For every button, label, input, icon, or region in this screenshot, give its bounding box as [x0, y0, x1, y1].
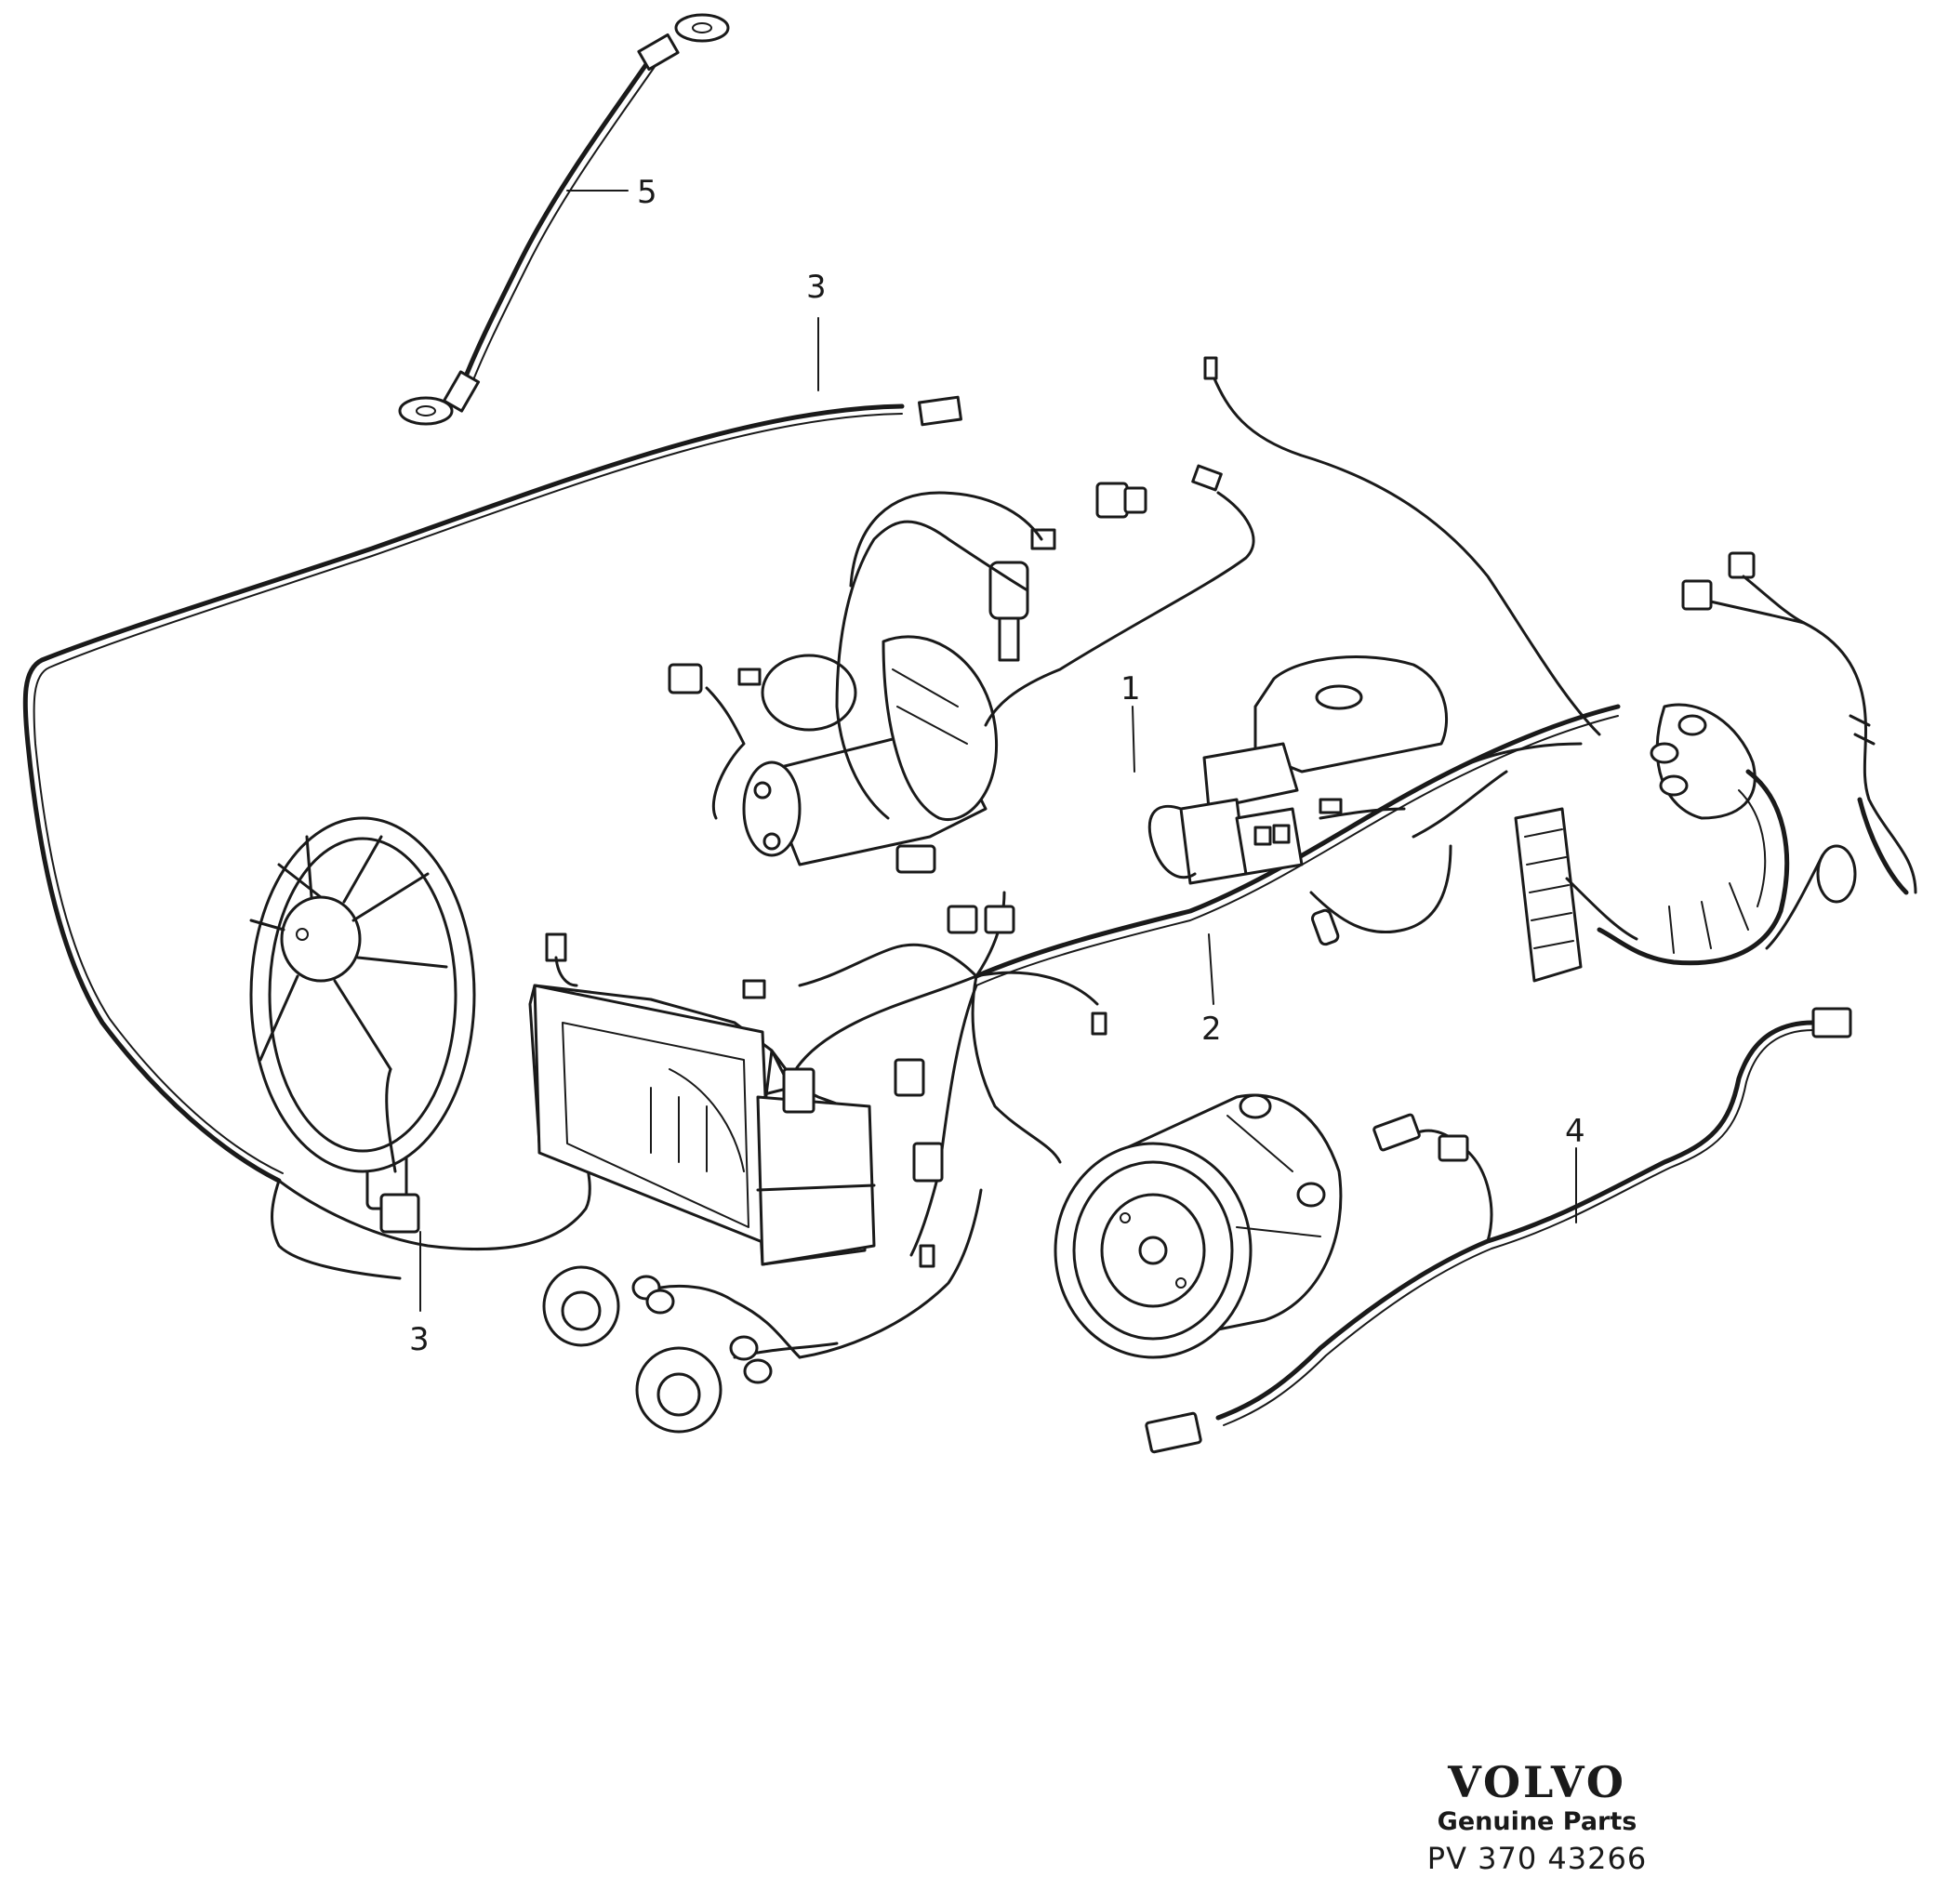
engine-harness — [742, 704, 1621, 1268]
callout-3-bottom: 3 — [409, 1321, 430, 1358]
side-harness — [1681, 551, 1917, 950]
callout-5: 5 — [637, 174, 657, 211]
sensors — [668, 464, 1255, 874]
relay-center — [1147, 655, 1448, 885]
ac-compressor — [1054, 1093, 1343, 1359]
starter-motor — [742, 635, 998, 866]
callout-1: 1 — [1120, 670, 1141, 707]
leader-2 — [1208, 933, 1214, 1005]
leader-1 — [1132, 706, 1135, 773]
ground-cable-part-5 — [398, 13, 730, 426]
callout-2: 2 — [1201, 1011, 1222, 1048]
radiator-fan — [249, 816, 476, 1173]
callout-3-top: 3 — [806, 269, 827, 306]
volvo-logo: VOLVO — [1448, 1757, 1626, 1807]
firewall-harness — [1203, 356, 1790, 983]
headlight-assembly — [528, 932, 876, 1266]
horns — [542, 1188, 983, 1434]
illustration-code: PV 370 43266 — [1426, 1841, 1648, 1876]
harness-part-4 — [1145, 1007, 1852, 1454]
harness-part-3 — [22, 395, 962, 1280]
callout-4: 4 — [1565, 1113, 1585, 1150]
brand-tagline: Genuine Parts — [1437, 1807, 1637, 1836]
brand-block: VOLVO Genuine Parts PV 370 43266 — [1384, 1759, 1690, 1878]
